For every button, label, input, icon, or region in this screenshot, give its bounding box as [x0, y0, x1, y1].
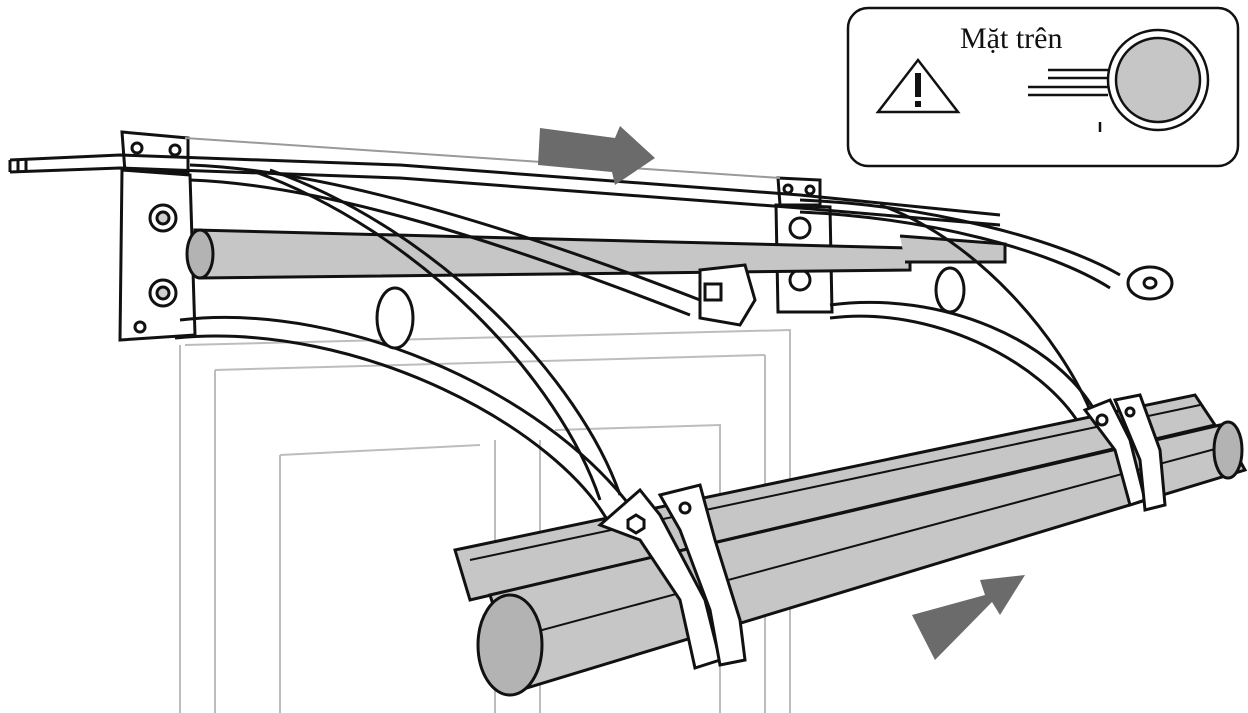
callout-label: Mặt trên	[960, 22, 1062, 55]
strap-end-icon	[1028, 28, 1210, 132]
left-arched-support	[174, 163, 757, 526]
upper-rod	[185, 228, 1007, 280]
warning-triangle-icon	[875, 57, 961, 114]
right-arched-support	[799, 198, 1174, 426]
left-wall-bracket	[118, 130, 197, 342]
arrow-up-right-icon	[912, 575, 1025, 660]
top-straps	[8, 137, 1001, 227]
arrow-right-icon	[538, 126, 655, 185]
callout-box: Mặt trên	[846, 6, 1240, 168]
front-clamps	[597, 393, 1167, 670]
